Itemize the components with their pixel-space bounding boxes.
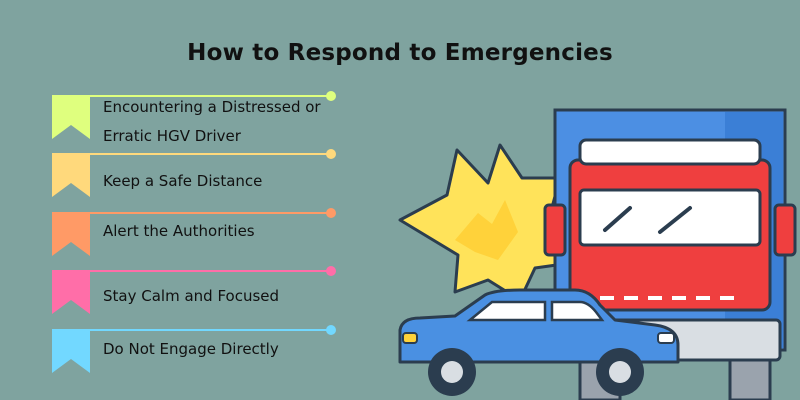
connector-line bbox=[90, 270, 330, 272]
ribbon-icon bbox=[52, 95, 90, 139]
connector-dot bbox=[326, 149, 336, 159]
connector-dot bbox=[326, 266, 336, 276]
ribbon-shape bbox=[52, 153, 90, 197]
truck-windshield bbox=[578, 188, 762, 247]
ribbon-icon bbox=[52, 270, 90, 314]
car-window-front bbox=[466, 300, 547, 322]
ribbon-shape bbox=[52, 329, 90, 373]
step-label: Alert the Authorities bbox=[103, 222, 255, 240]
step-label: Encountering a Distressed or Erratic HGV… bbox=[103, 98, 321, 145]
truck-roof bbox=[578, 138, 762, 166]
car-body bbox=[398, 288, 680, 364]
step-label: Do Not Engage Directly bbox=[103, 340, 279, 358]
page-title: How to Respond to Emergencies bbox=[187, 40, 613, 66]
car-window-rear bbox=[550, 300, 605, 322]
connector-dot bbox=[326, 91, 336, 101]
ribbon-icon bbox=[52, 212, 90, 256]
connector-line bbox=[90, 153, 330, 155]
step-label: Stay Calm and Focused bbox=[103, 287, 280, 305]
ribbon-shape bbox=[52, 270, 90, 314]
connector-dot bbox=[326, 325, 336, 335]
ribbon-icon bbox=[52, 329, 90, 373]
ribbon-shape bbox=[52, 212, 90, 256]
steps-list: Encountering a Distressed or Erratic HGV… bbox=[52, 91, 336, 373]
car-icon bbox=[398, 288, 680, 396]
connector-line bbox=[90, 95, 330, 97]
connector-line bbox=[90, 212, 330, 214]
ribbon-shape bbox=[52, 95, 90, 139]
collision-burst-icon bbox=[398, 143, 580, 302]
accident-illustration bbox=[398, 108, 797, 400]
step-label: Keep a Safe Distance bbox=[103, 172, 263, 190]
connector-dot bbox=[326, 208, 336, 218]
connector-line bbox=[90, 329, 330, 331]
burst-core bbox=[455, 200, 518, 260]
ribbon-icon bbox=[52, 153, 90, 197]
